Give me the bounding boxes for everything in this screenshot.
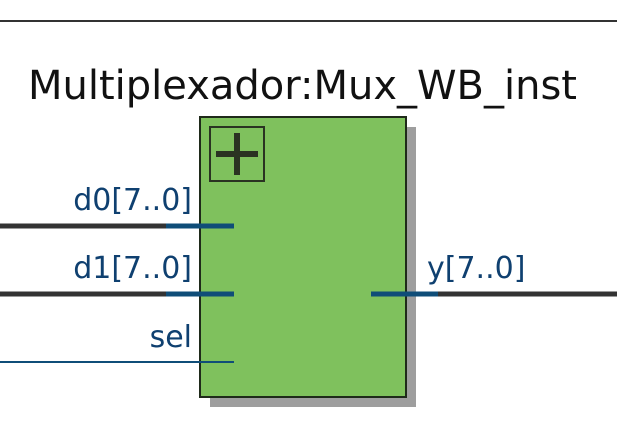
port-label-d0: d0[7..0] [73,183,192,218]
expand-button-frame[interactable] [209,126,265,182]
expand-button[interactable] [209,126,265,182]
port-label-sel: sel [149,320,192,355]
port-label-d1: d1[7..0] [73,251,192,286]
block-title: Multiplexador:Mux_WB_inst [28,63,577,109]
port-label-y: y[7..0] [427,251,526,286]
